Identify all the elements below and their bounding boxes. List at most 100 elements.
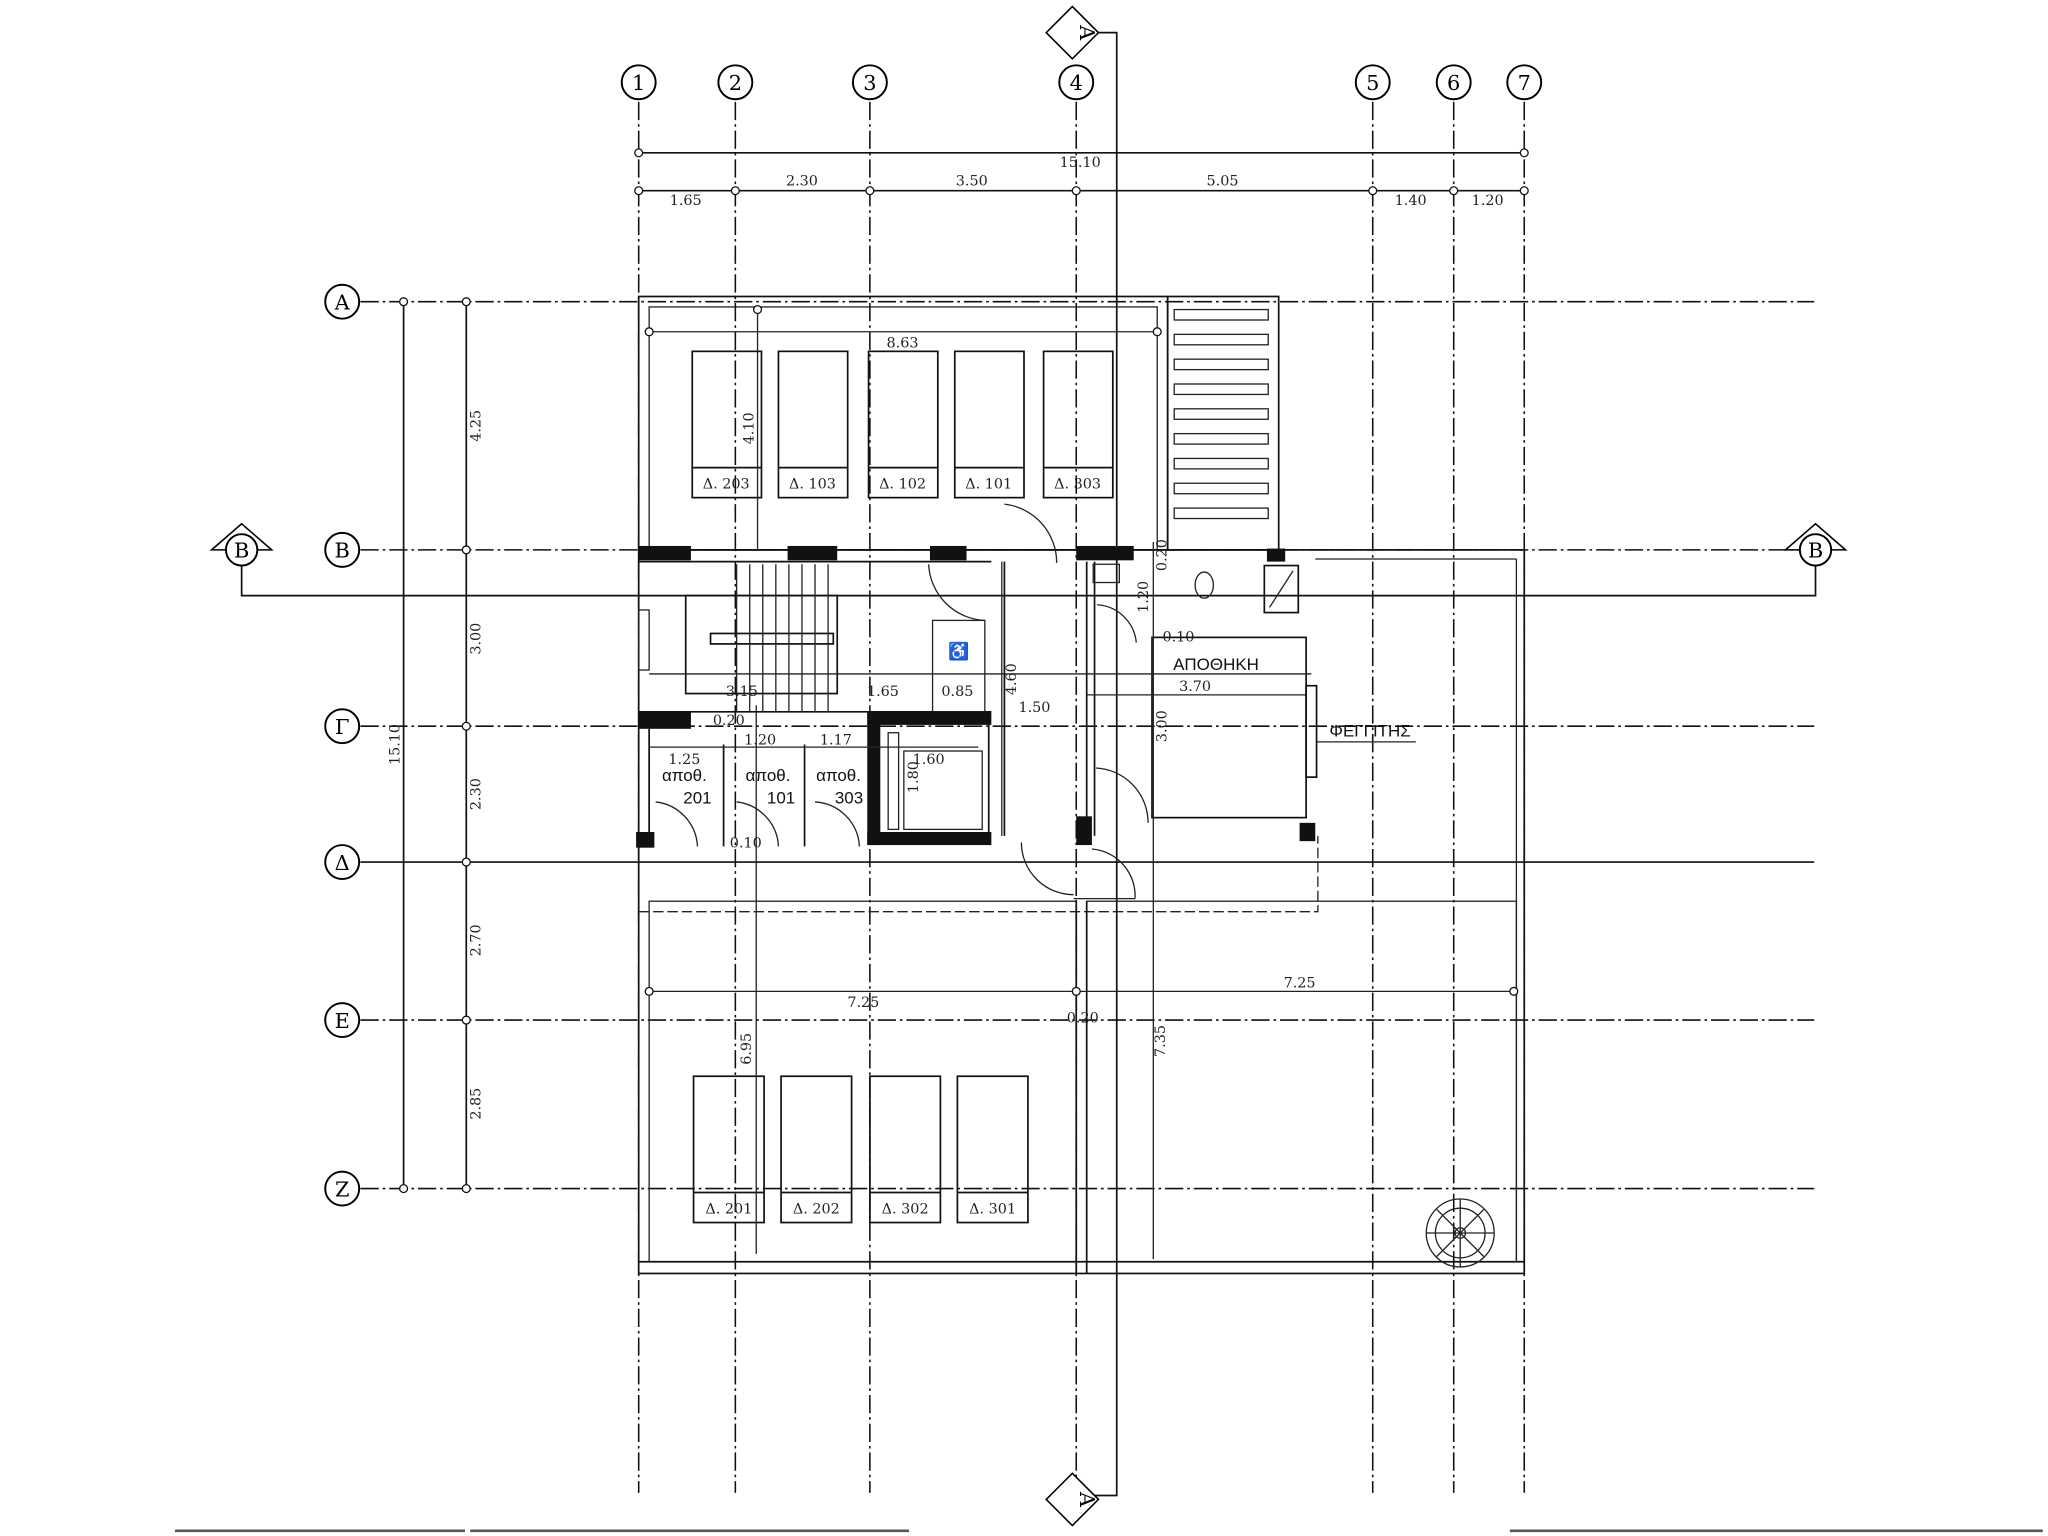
parking-label: Δ. 101 (965, 476, 1012, 492)
spiral-stair-icon (1425, 1198, 1495, 1268)
axis-label: Ζ (335, 1177, 350, 1201)
store-number: 303 (835, 788, 863, 807)
parking-space: Δ. 202 (780, 1075, 853, 1224)
parking-top: Δ. 203 Δ. 103 Δ. 102 Δ. 101 Δ. 303 (691, 350, 1114, 499)
axis-label: 6 (1447, 71, 1460, 95)
dim-label: 6.95 (739, 1033, 755, 1065)
parking-label: Δ. 201 (705, 1201, 752, 1217)
sink-icon (1092, 563, 1120, 584)
dim-label: 0.85 (941, 684, 973, 700)
axis-label: Α (334, 291, 351, 315)
wc-fixtures: ♿ (948, 563, 1300, 661)
axis-bubble-b: Β (324, 531, 361, 568)
parking-label: Δ. 203 (703, 476, 750, 492)
dim-segment: 2.30 (469, 778, 485, 810)
parking-label: Δ. 103 (789, 476, 836, 492)
dim-segment: 2.85 (469, 1088, 485, 1120)
axis-bubble-z: Ζ (324, 1170, 361, 1207)
axis-label: 3 (863, 71, 876, 95)
dim-segment: 2.70 (469, 924, 485, 956)
axis-bubble-d: Δ (324, 844, 361, 880)
dim-label: 0.20 (1154, 539, 1170, 571)
store-label: αποθ. (816, 766, 861, 785)
section-a-label-top: Α (1075, 24, 1099, 41)
axis-bubble-e: Ε (324, 1002, 361, 1039)
dim-segment: 3.00 (469, 623, 485, 655)
room-label-skylight: ΦΕΓΓΙΤΗΣ (1329, 722, 1410, 741)
parking-space: Δ. 201 (692, 1075, 765, 1224)
dim-segment: 4.25 (469, 410, 485, 442)
dim-label: 0.10 (730, 836, 762, 852)
dim-label: 0.10 (1162, 629, 1194, 645)
dim-label: 1.17 (820, 732, 852, 748)
section-a-line: Α Α (1045, 5, 1118, 1527)
axis-label: Γ (335, 715, 349, 739)
parking-label: Δ. 301 (969, 1201, 1016, 1217)
dim-segment: 1.20 (1472, 193, 1504, 209)
wall-columns (636, 545, 1316, 848)
toilet-icon (1194, 571, 1215, 599)
elevator-shaft-icon (1263, 564, 1300, 614)
dim-segment: 1.40 (1395, 193, 1427, 209)
dim-label: 1.65 (867, 684, 899, 700)
dim-label: 3.70 (1179, 679, 1211, 695)
parking-label: Δ. 302 (882, 1201, 929, 1217)
parking-label: Δ. 202 (793, 1201, 840, 1217)
store-label: αποθ. (662, 766, 707, 785)
room-label-storage: ΑΠΟΘΗΚΗ (1173, 655, 1259, 674)
dim-label: 4.60 (1004, 663, 1020, 695)
dim-label: 3.00 (1154, 710, 1170, 742)
dim-label: 7.35 (1153, 1025, 1169, 1057)
dim-segment: 2.30 (786, 173, 818, 189)
column-axis-bubbles: 1 2 3 4 5 6 7 (620, 64, 1543, 101)
dim-overall-width: 15.10 (1060, 155, 1101, 171)
store-number: 201 (683, 788, 711, 807)
dim-label: 1.50 (1018, 700, 1050, 716)
dim-label: 0.20 (713, 713, 745, 729)
dim-label: 7.25 (847, 995, 879, 1011)
axis-bubble-g: Γ (324, 708, 361, 745)
parking-space: Δ. 203 (691, 350, 763, 499)
parking-space: Δ. 103 (777, 350, 849, 499)
parking-space: Δ. 303 (1042, 350, 1114, 499)
store-label: αποθ. (746, 766, 791, 785)
axis-label: 1 (632, 71, 645, 95)
dim-label: 7.25 (1284, 975, 1316, 991)
parking-bottom: Δ. 201 Δ. 202 Δ. 302 Δ. 301 (692, 1075, 1029, 1224)
axis-bubble-3: 3 (851, 64, 888, 101)
dim-label: 1.20 (1136, 581, 1152, 613)
dim-label: 1.60 (913, 752, 945, 768)
axis-label: 7 (1518, 71, 1531, 95)
axis-label: Δ (335, 851, 350, 875)
inner-dimension-lines (644, 304, 1519, 1260)
dim-label: 4.10 (742, 412, 758, 444)
axis-bubble-5: 5 (1354, 64, 1391, 101)
dim-overall-depth: 15.10 (388, 724, 404, 765)
axis-label: 4 (1070, 71, 1083, 95)
dim-label: 0.20 (1067, 1011, 1099, 1027)
wheelchair-icon: ♿ (948, 641, 969, 661)
dim-label: 8.63 (887, 335, 919, 351)
dim-segment: 1.65 (670, 193, 702, 209)
dim-label: 1.80 (906, 761, 922, 793)
section-b-line: Β Β (209, 522, 1848, 597)
parking-label: Δ. 303 (1054, 476, 1101, 492)
axis-label: Β (335, 539, 350, 563)
axis-bubble-4: 4 (1058, 64, 1095, 101)
dim-label: 1.25 (668, 752, 700, 768)
dim-label: 1.20 (744, 732, 776, 748)
parking-space: Δ. 102 (867, 350, 939, 499)
inner-dimension-labels: 8.63 4.10 0.20 1.20 0.10 ΑΠΟΘΗΚΗ 3.70 3.… (662, 335, 1411, 1064)
axis-bubble-a: Α (324, 283, 361, 320)
door-swings (655, 503, 1149, 900)
axis-bubble-7: 7 (1506, 64, 1543, 101)
dim-segment: 3.50 (956, 173, 988, 189)
axis-bubble-1: 1 (620, 64, 657, 101)
parking-space: Δ. 301 (956, 1075, 1029, 1224)
parking-space: Δ. 101 (953, 350, 1025, 499)
building-walls (637, 295, 1526, 1275)
section-a-label-bottom: Α (1075, 1491, 1099, 1508)
axis-label: Ε (335, 1009, 350, 1033)
dim-label: 3.15 (726, 684, 758, 700)
